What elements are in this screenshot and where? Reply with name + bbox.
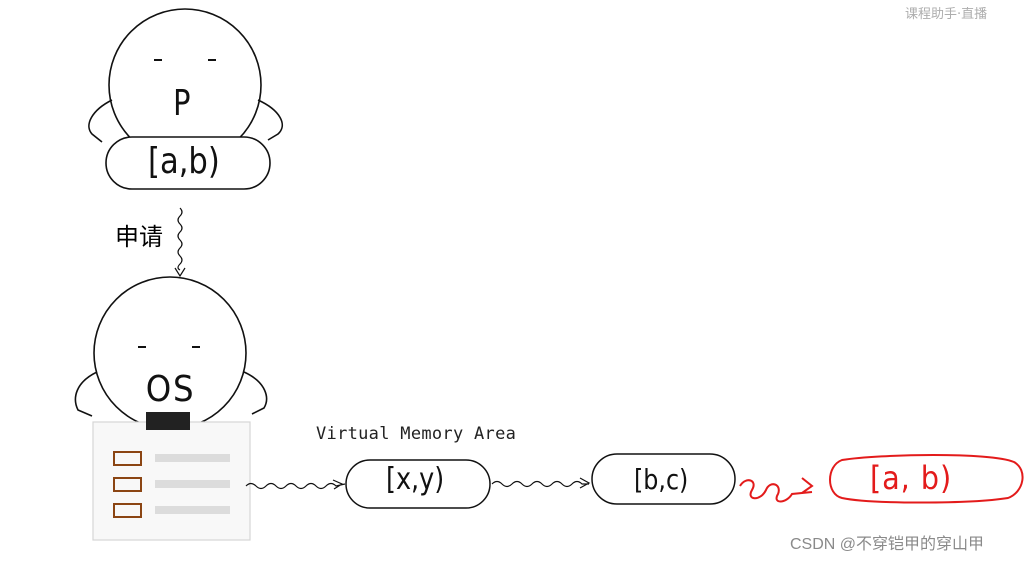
list-bullet	[113, 451, 142, 466]
binder-clip-icon	[146, 412, 190, 430]
os-arm-left	[74, 371, 98, 417]
watermark-top-right: 课程助手·直播	[905, 7, 988, 22]
request-arrow	[174, 207, 186, 278]
list-bullet	[113, 477, 142, 492]
credit-watermark: CSDN @不穿铠甲的穿山甲	[790, 536, 985, 553]
red-arrowhead	[801, 477, 814, 494]
vma-node-xy-text: [x,y)	[386, 462, 445, 497]
vma-node-bc-text: [b,c)	[634, 463, 689, 496]
list-bullet	[113, 503, 142, 518]
vma-list-document	[92, 412, 251, 541]
list-line	[155, 480, 230, 488]
process-arm-left	[88, 99, 113, 143]
process-range-pill	[105, 136, 271, 190]
os-label: OS	[145, 369, 196, 410]
os-arm-right	[243, 371, 268, 415]
vma-node-bc	[591, 453, 736, 505]
list-line	[155, 506, 230, 514]
process-character	[88, 8, 283, 190]
request-label: 申请	[115, 223, 163, 251]
vma-node-new-ab-text: [a, b)	[870, 459, 953, 497]
vma-title: Virtual Memory Area	[316, 424, 517, 444]
new-vma-annotation	[739, 454, 1024, 504]
process-range-text: [a,b)	[148, 141, 220, 182]
list-line	[155, 454, 230, 462]
process-label: P	[173, 83, 191, 124]
list-to-xy-arrow	[245, 479, 346, 490]
red-curly-arrow	[739, 479, 813, 503]
vma-node-xy	[345, 459, 491, 509]
xy-to-bc-arrow	[491, 477, 591, 489]
vma-node-new-ab	[829, 454, 1024, 504]
process-arm-right	[257, 99, 283, 141]
